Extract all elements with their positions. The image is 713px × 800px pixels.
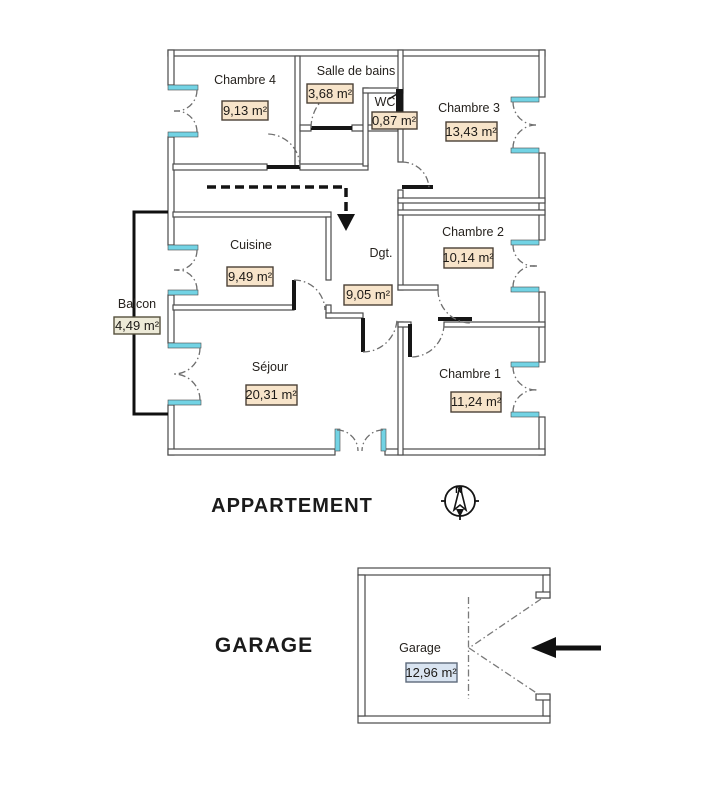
- room-wc: WC 0,87 m²: [371, 95, 418, 130]
- room-label: Séjour: [252, 360, 288, 374]
- door-chambre4: [267, 165, 300, 169]
- window-chambre1: [510, 361, 540, 368]
- area-box: [343, 284, 393, 306]
- room-label: Chambre 4: [214, 73, 276, 87]
- door-salle-de-bains: [311, 126, 352, 130]
- room-label: Salle de bains: [317, 64, 396, 78]
- room-balcon: Balcon 4,49 m²: [113, 297, 161, 335]
- area-label: 9,13 m²: [223, 103, 268, 118]
- doors: [266, 86, 472, 358]
- area-label: 10,14 m²: [442, 250, 494, 265]
- room-cuisine: Cuisine 9,49 m²: [226, 238, 274, 287]
- door-chambre1: [408, 324, 412, 357]
- window-chambre4: [167, 84, 199, 91]
- area-label: 0,87 m²: [372, 113, 417, 128]
- room-salle-de-bains: Salle de bains 3,68 m²: [306, 64, 396, 104]
- room-chambre4: Chambre 4 9,13 m²: [214, 73, 276, 121]
- compass-needle: [452, 485, 468, 513]
- area-box: [226, 266, 274, 287]
- area-label: 9,05 m²: [346, 287, 391, 302]
- area-label: 20,31 m²: [245, 387, 297, 402]
- room-chambre1: Chambre 1 11,24 m²: [439, 367, 502, 413]
- window-chambre3: [510, 96, 540, 103]
- room-chambre2: Chambre 2 10,14 m²: [442, 225, 504, 269]
- garage-door: [467, 597, 542, 699]
- area-box: [371, 111, 418, 130]
- room-label: Chambre 2: [442, 225, 504, 239]
- apartment-title: APPARTEMENT: [211, 495, 373, 517]
- room-degagement: Dgt. 9,05 m²: [343, 246, 393, 306]
- balcony-outline: [132, 210, 168, 416]
- room-chambre3: Chambre 3 13,43 m²: [438, 101, 500, 142]
- windows: [167, 84, 540, 452]
- area-box: [245, 384, 298, 406]
- room-label: Dgt.: [370, 246, 393, 260]
- door-chambre3: [402, 185, 433, 189]
- room-sejour: Séjour 20,31 m²: [245, 360, 298, 406]
- garage-walls: [357, 567, 551, 724]
- french-door-sejour: [334, 428, 341, 452]
- area-label: 11,24 m²: [451, 394, 502, 409]
- room-label: Chambre 3: [438, 101, 500, 115]
- room-label: Garage: [399, 641, 441, 655]
- area-box: [113, 316, 161, 335]
- room-garage: Garage 12,96 m²: [399, 641, 458, 683]
- room-label: Cuisine: [230, 238, 272, 252]
- window-chambre2: [510, 239, 540, 246]
- door-cuisine: [292, 280, 296, 310]
- entry-arrow: [207, 185, 355, 231]
- room-label: WC: [375, 95, 396, 109]
- area-box: [221, 100, 269, 121]
- door-wc: [396, 89, 403, 113]
- garage-title: GARAGE: [215, 634, 313, 657]
- area-box: [306, 83, 354, 104]
- window-cuisine: [167, 244, 199, 251]
- area-label: 9,49 m²: [228, 269, 273, 284]
- room-label: Chambre 1: [439, 367, 501, 381]
- north-label: N: [455, 484, 463, 496]
- area-label: 12,96 m²: [405, 665, 457, 680]
- area-box: [450, 391, 502, 413]
- area-box: [405, 662, 458, 683]
- area-label: 13,43 m²: [445, 124, 497, 139]
- area-label: 3,68 m²: [308, 86, 353, 101]
- area-box: [443, 247, 494, 269]
- window-sejour: [167, 342, 202, 349]
- compass-rose: N: [441, 484, 479, 520]
- garage-entry-arrow: [531, 637, 601, 658]
- door-sejour: [361, 318, 365, 352]
- area-label: 4,49 m²: [115, 318, 160, 333]
- area-box: [445, 121, 498, 142]
- room-label: Balcon: [118, 297, 156, 311]
